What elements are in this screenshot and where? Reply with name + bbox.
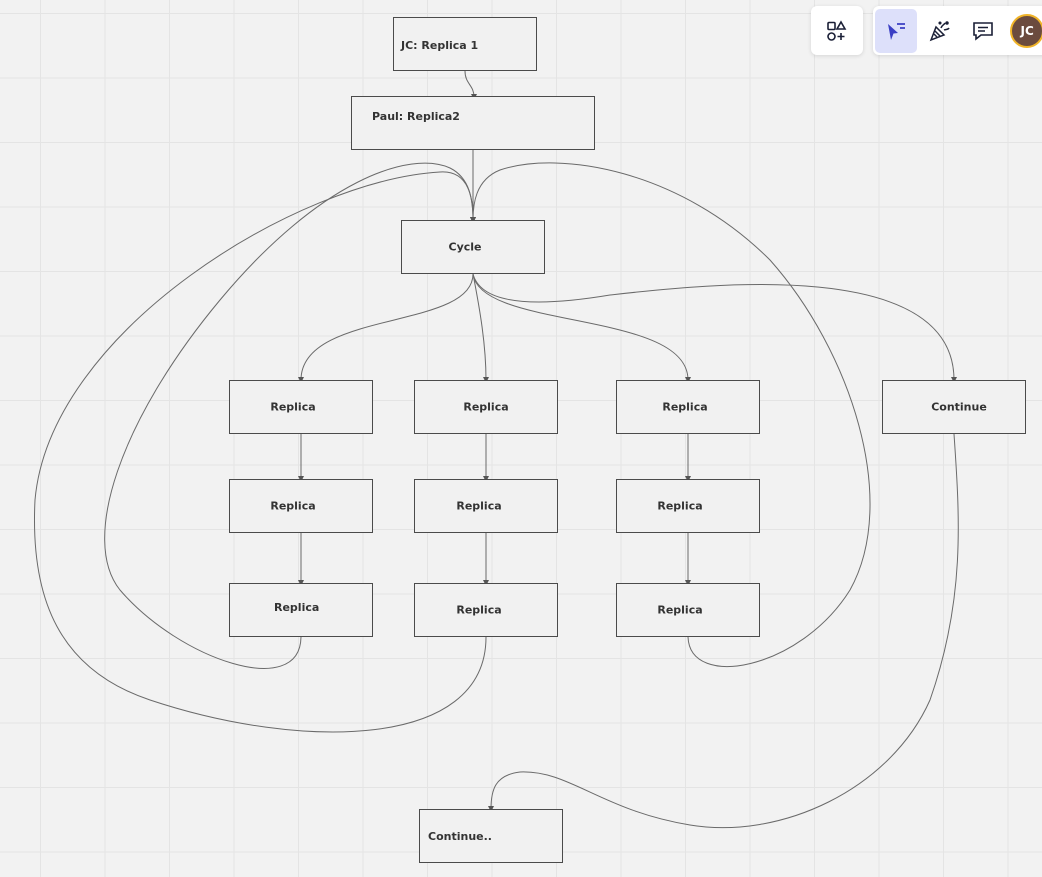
node-label: Replica (270, 400, 316, 414)
toolbar-create (811, 6, 863, 55)
node-cycle[interactable]: Cycle (401, 220, 545, 274)
edge-replica-b3-loop-to-cycle (33, 171, 487, 733)
avatar: JC (1010, 13, 1042, 48)
node-label: Cycle (448, 240, 482, 254)
edge-cycle-to-replica-c1 (472, 273, 691, 383)
node-label: Replica (657, 499, 703, 513)
node-label: Continue.. (428, 830, 492, 843)
comment-icon (973, 21, 994, 41)
node-label: Replica (456, 499, 502, 513)
edge-continue-to-continue-2 (488, 433, 959, 829)
node-label: JC: Replica 1 (401, 39, 479, 52)
node-replica-b3[interactable]: Replica (414, 583, 558, 637)
node-label: Replica (274, 601, 320, 614)
node-label: Continue (931, 400, 987, 414)
node-replica-c2[interactable]: Replica (616, 479, 760, 533)
node-replica-b1[interactable]: Replica (414, 380, 558, 434)
edge-jc-to-paul (464, 70, 477, 100)
node-replica-a1[interactable]: Replica (229, 380, 373, 434)
edge-cycle-to-replica-a1 (298, 273, 474, 383)
node-label: Replica (657, 603, 703, 617)
comment-button[interactable] (963, 9, 1005, 53)
node-label: Replica (270, 499, 316, 513)
edge-cycle-to-continue (472, 273, 957, 383)
node-paul-replica[interactable]: Paul: Replica2 (351, 96, 595, 150)
node-label: Paul: Replica2 (372, 110, 460, 123)
reactions-button[interactable] (919, 9, 961, 53)
node-replica-a2[interactable]: Replica (229, 479, 373, 533)
node-continue[interactable]: Continue (882, 380, 1026, 434)
select-tool-button[interactable] (875, 8, 917, 53)
select-pointer-icon (887, 22, 905, 40)
user-avatar-button[interactable]: JC (1006, 9, 1042, 53)
node-label: Replica (662, 400, 708, 414)
edge-replica-c3-loop-to-cycle (470, 162, 871, 667)
toolbar-collab: JC (873, 6, 1042, 55)
node-replica-c1[interactable]: Replica (616, 380, 760, 434)
edge-replica-a3-loop-to-cycle (104, 162, 476, 669)
celebrate-icon (929, 20, 950, 41)
node-replica-a3[interactable]: Replica (229, 583, 373, 637)
node-continue-2[interactable]: Continue.. (419, 809, 563, 863)
shapes-add-icon (827, 19, 847, 41)
node-label: Replica (463, 400, 509, 414)
node-replica-c3[interactable]: Replica (616, 583, 760, 637)
shapes-add-button[interactable] (815, 9, 859, 53)
node-jc-replica[interactable]: JC: Replica 1 (393, 17, 537, 71)
node-replica-b2[interactable]: Replica (414, 479, 558, 533)
node-label: Replica (456, 603, 502, 617)
edge-cycle-to-replica-b1 (472, 273, 489, 383)
